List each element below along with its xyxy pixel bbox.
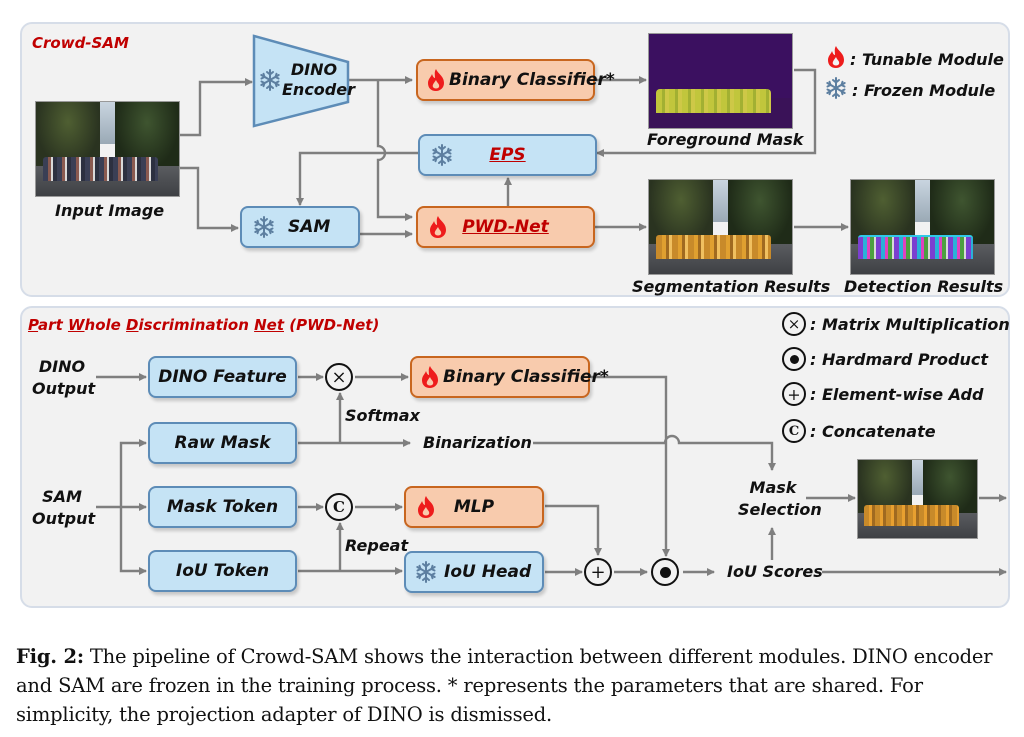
mask-token-label: Mask Token: [166, 497, 279, 517]
binary-classifier-box: Binary Classifier*: [416, 59, 615, 101]
pwd-title-part: art: [38, 316, 68, 334]
legend-tunable-label: : Tunable Module: [850, 49, 1004, 69]
pwd-binary-classifier-box: Binary Classifier*: [410, 356, 609, 398]
pwd-title-part: P: [28, 316, 39, 334]
figure-caption: Fig. 2: The pipeline of Crowd-SAM shows …: [16, 642, 1016, 729]
snowflake-icon: [430, 143, 454, 167]
dino-encoder-label: DINO Encoder: [282, 60, 355, 100]
pwd-title-part: iscrimination: [138, 316, 255, 334]
iou-token-box: IoU Token: [148, 550, 297, 592]
pwd-net-box: PWD-Net: [416, 206, 595, 248]
mask-token-box: Mask Token: [148, 486, 297, 528]
dino-output-label: DINO Output: [32, 356, 96, 400]
detection-results-label: Detection Results: [844, 277, 1004, 296]
pwd-title-part: hole: [84, 316, 127, 334]
legend-concat: C : Concatenate: [782, 419, 936, 443]
binary-classifier-label: Binary Classifier*: [449, 70, 615, 90]
dino-output-line1: DINO: [38, 357, 86, 376]
mask-selection-line2: Selection: [738, 500, 822, 519]
softmax-label: Softmax: [345, 406, 420, 425]
legend-add-label: : Element-wise Add: [810, 384, 984, 404]
segmentation-results-image: [648, 179, 793, 275]
hadamard-dot: [659, 566, 671, 578]
sam-output-label: SAM Output: [32, 486, 96, 530]
mask-selection-result-image: [857, 459, 978, 539]
dino-encoder: [252, 34, 350, 128]
crowd-sam-title: Crowd-SAM: [32, 34, 129, 52]
mlp-box: MLP: [404, 486, 544, 528]
raw-mask-box: Raw Mask: [148, 422, 297, 464]
detection-results-image: [850, 179, 995, 275]
dino-output-line2: Output: [32, 379, 96, 398]
legend-frozen-label: : Frozen Module: [852, 80, 996, 100]
segmentation-results-label: Segmentation Results: [632, 277, 831, 296]
flame-icon: [426, 68, 446, 92]
pwd-title-part: D: [126, 316, 139, 334]
foreground-mask-label: Foreground Mask: [647, 130, 804, 149]
legend-hadamard-label: : Hardmard Product: [810, 349, 988, 369]
iou-head-label: IoU Head: [444, 562, 532, 582]
dino-encoder-label-line1: DINO: [290, 60, 338, 79]
sam-output-line2: Output: [32, 509, 96, 528]
pwd-title-part: W: [67, 316, 85, 334]
sam-label: SAM: [288, 217, 331, 237]
sam-output-line1: SAM: [42, 487, 82, 506]
matmul-operator: ×: [325, 363, 353, 391]
caption-text: The pipeline of Crowd-SAM shows the inte…: [16, 645, 993, 726]
legend-frozen: : Frozen Module: [824, 76, 995, 104]
concat-legend-icon: C: [782, 419, 806, 443]
iou-head-box: IoU Head: [404, 551, 544, 593]
legend-matmul-label: : Matrix Multiplication: [810, 314, 1010, 334]
add-legend-icon: +: [782, 382, 806, 406]
mlp-label: MLP: [453, 497, 495, 517]
dino-encoder-label-line2: Encoder: [282, 80, 355, 99]
legend-hadamard: : Hardmard Product: [782, 347, 988, 371]
concat-operator: C: [325, 493, 353, 521]
foreground-mask-image: [648, 33, 793, 129]
pwd-net-title: Part Whole Discrimination Net (PWD-Net): [28, 316, 379, 334]
binarization-label: Binarization: [423, 433, 532, 452]
snowflake-icon: [258, 68, 282, 96]
pwd-title-part: (PWD-Net): [284, 316, 380, 334]
matmul-symbol: ×: [331, 366, 347, 388]
flame-icon: [416, 495, 436, 519]
flame-icon: [428, 215, 448, 239]
matmul-legend-icon: ×: [782, 312, 806, 336]
hadamard-operator: [651, 558, 679, 586]
eps-label: EPS: [489, 145, 526, 165]
dino-feature-label: DINO Feature: [158, 367, 287, 387]
flame-icon: [420, 365, 440, 389]
caption-prefix: Fig. 2:: [16, 645, 84, 668]
eps-box: EPS: [418, 134, 597, 176]
mask-selection-label: Mask Selection: [738, 477, 822, 521]
sam-box: SAM: [240, 206, 360, 248]
dino-feature-box: DINO Feature: [148, 356, 297, 398]
add-symbol: +: [590, 561, 606, 583]
concat-symbol: C: [333, 498, 345, 516]
snowflake-icon: [414, 560, 438, 584]
mask-selection-line1: Mask: [749, 478, 797, 497]
legend-concat-label: : Concatenate: [810, 421, 936, 441]
pwd-binary-classifier-label: Binary Classifier*: [443, 367, 609, 387]
legend-add: + : Element-wise Add: [782, 382, 983, 406]
legend-matmul: × : Matrix Multiplication: [782, 312, 1010, 336]
legend-tunable: : Tunable Module: [826, 45, 1004, 73]
repeat-label: Repeat: [345, 536, 409, 555]
add-operator: +: [584, 558, 612, 586]
iou-token-label: IoU Token: [175, 561, 270, 581]
pwd-title-part: Net: [254, 316, 284, 334]
pwd-net-label: PWD-Net: [462, 217, 549, 237]
input-image: [35, 101, 180, 197]
hadamard-legend-icon: [782, 347, 806, 371]
input-image-label: Input Image: [55, 201, 165, 220]
raw-mask-label: Raw Mask: [174, 433, 271, 453]
flame-icon: [826, 45, 846, 73]
snowflake-icon: [824, 76, 848, 104]
iou-scores-label: IoU Scores: [727, 562, 823, 581]
snowflake-icon: [252, 215, 276, 239]
